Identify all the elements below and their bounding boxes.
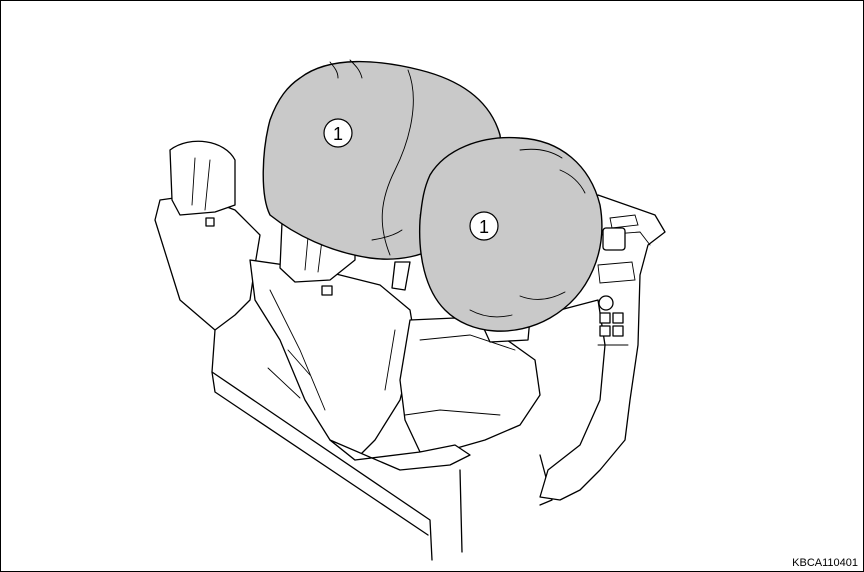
knob-icon — [599, 296, 613, 310]
callout-label: 1 — [479, 217, 489, 237]
callout-1-passenger: 1 — [470, 212, 498, 240]
button-icon — [613, 326, 623, 336]
vent-icon — [603, 228, 625, 250]
button-icon — [600, 313, 610, 323]
button-icon — [600, 326, 610, 336]
callout-1-driver: 1 — [324, 119, 352, 147]
figure-code: KBCA110401 — [792, 557, 858, 569]
callout-label: 1 — [333, 124, 343, 144]
rear-seat — [155, 141, 260, 330]
button-icon — [613, 313, 623, 323]
